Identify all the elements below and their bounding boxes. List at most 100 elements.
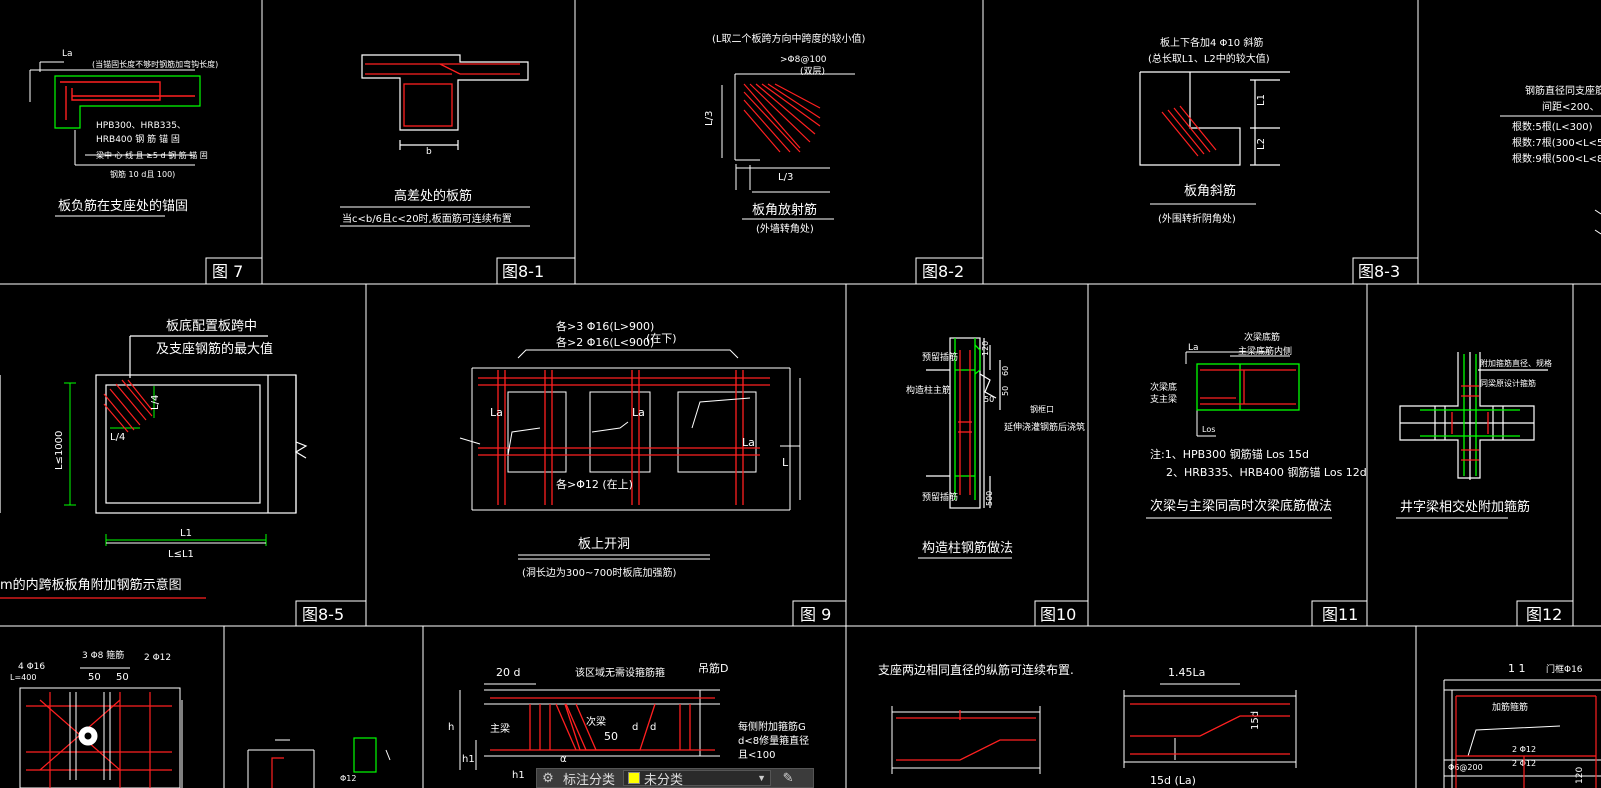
fig8-4-note-2: 根数:5根(L<300) — [1512, 120, 1593, 133]
bottom-e-note-0: 1 1 — [1508, 662, 1526, 675]
panel-bottom-e: 1 1 门框Φ16 加筋箍筋 2 Φ12 2 Φ12 120 Φ6@200 — [1443, 662, 1601, 788]
fig12-title: 井字梁相交处附加箍筋 — [1400, 499, 1530, 515]
fig10-note-3: 120 — [981, 341, 990, 356]
fig8-3-note-0: 板上下各加4 Φ10 斜筋 — [1160, 36, 1263, 49]
fig8-4-note-3: 根数:7根(300<L<500) — [1512, 136, 1601, 149]
bottom-e-note-2: 加筋箍筋 — [1492, 701, 1528, 713]
fig11-note-los: Los — [1202, 425, 1215, 434]
panel-fig12: 附加箍筋直径、规格 同梁原设计箍筋 井字梁相交处附加箍筋 图12 — [1396, 352, 1562, 624]
fig11-note-la: La — [1188, 343, 1199, 353]
fig10-note-6: 50 — [984, 395, 994, 404]
fig8-1-tag: 图8-1 — [502, 262, 544, 281]
fig8-3-note-l1: L1 — [1256, 94, 1267, 106]
fig10-note-9: 500 — [985, 491, 994, 506]
fig8-1-note-b: b — [426, 147, 432, 157]
fig8-3-tag: 图8-3 — [1358, 262, 1400, 281]
bottom-a-note-0: 4 Φ16 — [18, 662, 45, 672]
fig9-note-6: 各>Φ12 (在上) — [556, 477, 633, 491]
fig12-tag: 图12 — [1526, 605, 1562, 624]
bottom-c-note-8: 每侧附加箍筋G — [738, 720, 806, 733]
bottom-d-note-0: 支座两边相同直径的纵筋可连续布置. — [878, 662, 1074, 677]
fig7-title: 板负筋在支座处的锚固 — [58, 198, 188, 214]
bottom-c-note-10: 且<100 — [738, 749, 775, 761]
fig8-4-note-0: 钢筋直径同支座筋 — [1525, 84, 1601, 97]
bottom-c-note-4: 次梁 — [586, 715, 606, 728]
fig7-note-la: La — [62, 49, 73, 59]
fig8-2-title: 板角放射筋 — [752, 202, 817, 218]
fig9-note-2: (在下) — [646, 332, 677, 345]
fig7-note-1: HPB300、HRB335、 — [96, 121, 186, 131]
fig8-2-note-2: (双层) — [800, 66, 825, 77]
panel-fig9: 各>3 Φ16(L>900) 各>2 Φ16(L<900) (在下) — [459, 319, 831, 624]
fig8-5-note-0: 板底配置板跨中 — [166, 318, 257, 334]
fig9-tag: 图 9 — [800, 605, 831, 624]
panel-fig8-1: b 高差处的板筋 当c<b/6且c<20时,板面筋可连续布置 图8-1 — [340, 54, 544, 281]
layers-icon[interactable]: ⚙ — [542, 770, 554, 785]
fig10-note-8: 延伸浇灌钢筋后浇筑 — [1004, 421, 1085, 433]
bottom-c-note-h: h — [448, 722, 454, 733]
fig9-note-7: (洞长边为300~700时板底加强筋) — [522, 566, 676, 579]
panel-bottom-b: Φ12 — [247, 737, 391, 788]
fig8-4-note-1: 间距<200、 — [1542, 100, 1599, 113]
fig10-note-4: 60 — [1001, 366, 1010, 376]
fig9-note-la1: La — [490, 406, 503, 419]
bottom-e-note-3: 2 Φ12 — [1512, 745, 1536, 754]
edit-icon[interactable]: ✎ — [782, 770, 794, 785]
fig7-note-0: (当锚固长度不够时钢筋加弯钩长度) — [92, 59, 218, 69]
bottom-c-note-h1b: h1 — [512, 770, 525, 781]
panel-fig8-5: 板底配置板跨中 及支座钢筋的最大值 — [0, 318, 344, 624]
bottom-c-note-2: 吊筋D — [698, 661, 728, 675]
fig8-2-note-l3b: L/3 — [778, 172, 793, 183]
bottom-e-note-5: 120 — [1575, 767, 1585, 784]
fig10-note-0: 预留插筋 — [922, 351, 958, 363]
bottom-a-note-5: 50 — [116, 672, 129, 683]
annotation-category-value: 未分类 — [644, 771, 684, 787]
fig12-note-1: 同梁原设计箍筋 — [1480, 378, 1536, 388]
fig10-note-2: 预留插筋 — [922, 491, 958, 503]
fig11-note-2: 主梁底筋内侧 — [1238, 345, 1292, 357]
bottom-c-note-3: 主梁 — [490, 722, 510, 735]
fig8-5-title: m的内跨板板角附加钢筋示意图 — [0, 577, 182, 593]
fig8-5-note-l1: L1 — [180, 528, 192, 539]
fig7-note-2: HRB400 钢 筋 锚 固 — [96, 133, 180, 145]
fig8-2-tag: 图8-2 — [922, 262, 964, 281]
fig11-note-4: 支主梁 — [1150, 393, 1177, 405]
fig11-title: 次梁与主梁同高时次梁底筋做法 — [1150, 498, 1332, 514]
fig8-2-note-0: (L取二个板跨方向中跨度的较小值) — [712, 32, 865, 45]
fig9-title: 板上开洞 — [578, 537, 630, 552]
bottom-c-note-7: d — [650, 722, 656, 733]
fig11-note-6: 注:1、HPB300 钢筋锚 Los 15d — [1150, 447, 1309, 461]
fig8-5-note-1: 及支座钢筋的最大值 — [156, 341, 273, 357]
bottom-c-note-5: 50 — [604, 730, 618, 743]
panel-fig8-2: (L取二个板跨方向中跨度的较小值) >Φ8@100 (双层) L/3 L/3 板… — [704, 32, 964, 281]
bottom-a-note-3: 2 Φ12 — [144, 653, 171, 663]
bottom-e-note-6: Φ6@200 — [1448, 763, 1483, 772]
fig10-note-5: 50 — [1001, 386, 1010, 396]
fig10-note-1: 构造柱主筋 — [906, 384, 951, 396]
category-color-swatch — [628, 772, 641, 784]
fig9-note-l: L — [782, 456, 789, 469]
panel-bottom-d: 支座两边相同直径的纵筋可连续布置. 1.45La 15d (La) 15d — [878, 662, 1297, 787]
fig10-title: 构造柱钢筋做法 — [922, 540, 1013, 556]
bottom-c-note-alpha: α — [560, 754, 567, 765]
bottom-c-note-9: d<8修量箍直径 — [738, 734, 809, 747]
fig8-3-note-1: (总长取L1、L2中的较大值) — [1148, 52, 1270, 65]
fig8-4-note-4: 根数:9根(500<L<800) — [1512, 152, 1601, 165]
fig11-note-3: 次梁底 — [1150, 381, 1177, 393]
annotation-category-dropdown[interactable]: 未分类 ▼ — [623, 770, 772, 787]
fig10-tag: 图10 — [1040, 605, 1076, 624]
fig9-note-la3: La — [742, 436, 755, 449]
fig7-tag: 图 7 — [212, 262, 243, 281]
bottom-d-note-3: 15d — [1250, 711, 1261, 730]
bottom-a-note-4: 50 — [88, 672, 101, 683]
bottom-a-note-1: L=400 — [10, 673, 36, 682]
fig9-note-0: 各>3 Φ16(L>900) — [556, 319, 654, 333]
fig7-note-3: 梁中 心 线 且 ≥5 d 钢 筋 锚 固 — [96, 150, 208, 160]
fig8-5-note-ll1: L≤L1 — [168, 549, 194, 560]
chevron-down-icon[interactable]: ▼ — [757, 773, 767, 783]
annotation-category-label: 标注分类 — [563, 771, 616, 787]
bottom-e-note-1: 门框Φ16 — [1546, 663, 1583, 675]
panel-fig10: 预留插筋 构造柱主筋 预留插筋 120 60 50 50 钢框口 延伸浇灌钢筋后… — [906, 337, 1085, 624]
fig12-note-0: 附加箍筋直径、规格 — [1480, 358, 1552, 368]
